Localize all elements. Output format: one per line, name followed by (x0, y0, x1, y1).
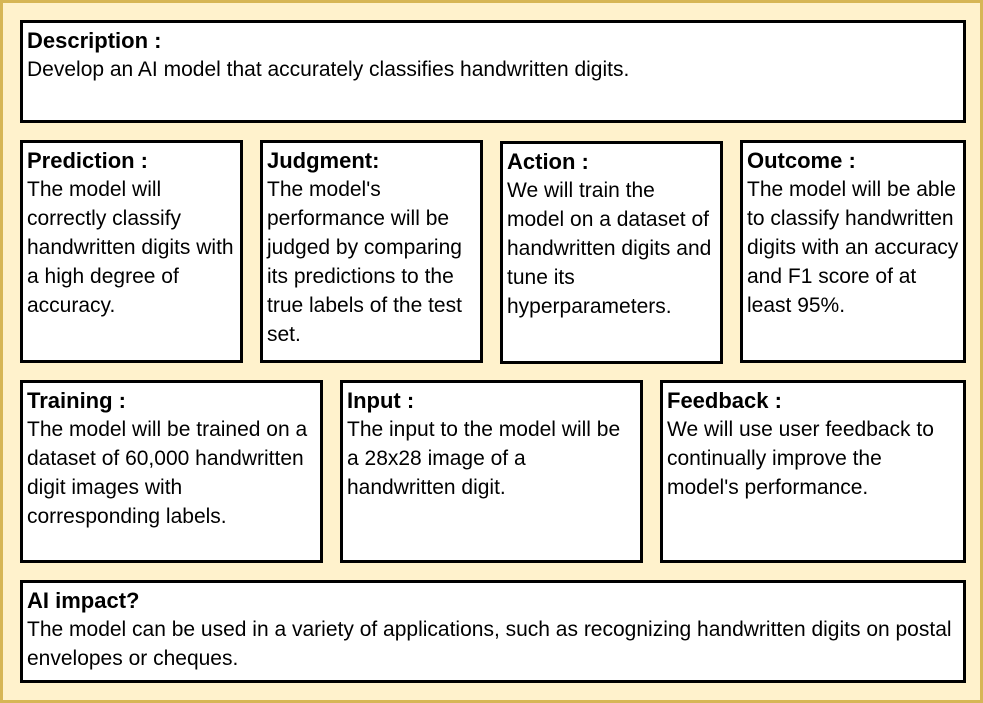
prediction-text: The model will correctly classify handwr… (27, 178, 234, 317)
judgment-box: Judgment: The model's performance will b… (260, 140, 483, 363)
training-box: Training : The model will be trained on … (20, 380, 323, 563)
outcome-title: Outcome : (747, 148, 856, 173)
description-text: Develop an AI model that accurately clas… (27, 58, 630, 81)
description-box: Description : Develop an AI model that a… (20, 20, 966, 123)
training-text: The model will be trained on a dataset o… (27, 418, 308, 528)
outcome-text: The model will be able to classify handw… (747, 178, 959, 317)
ai-impact-box: AI impact? The model can be used in a va… (20, 580, 966, 683)
ai-impact-title: AI impact? (27, 588, 140, 613)
action-title: Action : (507, 149, 589, 174)
input-title: Input : (347, 388, 415, 413)
outcome-box: Outcome : The model will be able to clas… (740, 140, 966, 363)
action-text: We will train the model on a dataset of … (507, 179, 712, 318)
action-box: Action : We will train the model on a da… (500, 141, 723, 364)
feedback-box: Feedback : We will use user feedback to … (660, 380, 966, 563)
judgment-title: Judgment: (267, 148, 380, 173)
feedback-title: Feedback : (667, 388, 782, 413)
prediction-box: Prediction : The model will correctly cl… (20, 140, 243, 363)
feedback-text: We will use user feedback to continually… (667, 418, 934, 499)
prediction-title: Prediction : (27, 148, 149, 173)
input-box: Input : The input to the model will be a… (340, 380, 643, 563)
ai-impact-text: The model can be used in a variety of ap… (27, 618, 952, 670)
description-title: Description : (27, 28, 162, 53)
input-text: The input to the model will be a 28x28 i… (347, 418, 621, 499)
judgment-text: The model's performance will be judged b… (267, 178, 462, 346)
training-title: Training : (27, 388, 126, 413)
